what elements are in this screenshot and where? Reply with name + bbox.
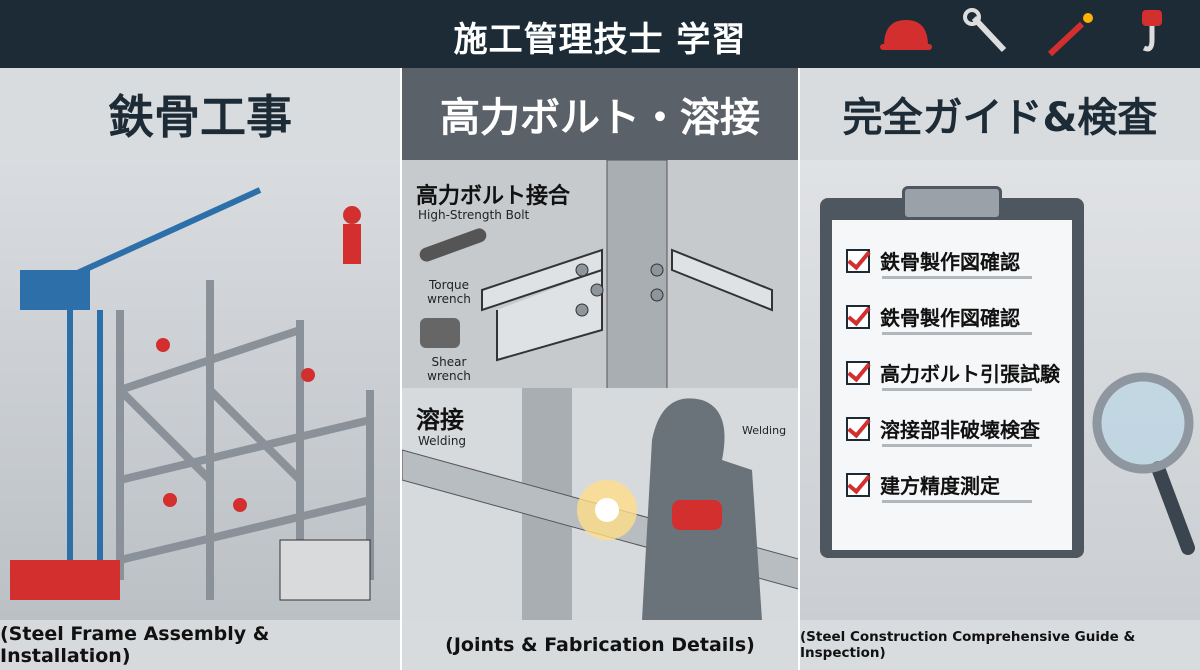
panel-caption: (Joints & Fabrication Details) bbox=[402, 620, 798, 670]
checklist-item: 建方精度測定 bbox=[846, 470, 1000, 499]
shear-wrench-label: Shear wrench bbox=[427, 355, 471, 383]
checklist-item: 溶接部非破壊検査 bbox=[846, 414, 1040, 443]
checklist-item: 鉄骨製作図確認 bbox=[846, 246, 1020, 275]
shear-wrench-icon bbox=[420, 318, 460, 348]
wrench-icon bbox=[963, 8, 1007, 53]
crane-hook-icon bbox=[1142, 10, 1162, 52]
panel-heading: 鉄骨工事 bbox=[0, 68, 400, 160]
checklist-item: 高力ボルト引張試験 bbox=[846, 358, 1060, 387]
header: 施工管理技士 学習 bbox=[0, 0, 1200, 68]
welding-title: 溶接 bbox=[416, 406, 464, 434]
checkbox-checked-icon bbox=[846, 360, 870, 385]
bolt-title: 高力ボルト接合 bbox=[416, 184, 571, 209]
checkbox-checked-icon bbox=[846, 472, 870, 497]
welding-label: Welding bbox=[742, 424, 787, 437]
page-title: 施工管理技士 学習 bbox=[453, 20, 747, 60]
bolt-subtitle: High-Strength Bolt bbox=[418, 208, 530, 222]
panel-caption: (Steel Frame Assembly & Installation) bbox=[0, 620, 400, 670]
panel-caption: (Steel Construction Comprehensive Guide … bbox=[800, 620, 1200, 670]
bolt-welding-panel: 高力ボルト・溶接 高力ボルト接合 High-Strength Bolt Torq… bbox=[400, 68, 800, 670]
welding-subtitle: Welding bbox=[418, 434, 467, 448]
checklist-item: 鉄骨製作図確認 bbox=[846, 302, 1020, 331]
panel-heading: 高力ボルト・溶接 bbox=[402, 68, 798, 160]
checkbox-checked-icon bbox=[846, 304, 870, 329]
clipboard: 鉄骨製作図確認 鉄骨製作図確認 高力ボルト引張試験 溶接部非破壊検査 建方精度測… bbox=[820, 186, 1084, 558]
checkbox-checked-icon bbox=[846, 248, 870, 273]
welding-torch-icon bbox=[1047, 13, 1093, 57]
bolt-joint-illustration bbox=[402, 160, 798, 620]
steel-frame-panel: 鉄骨工事 (Steel Frame Assembly & Installatio… bbox=[0, 68, 400, 670]
hard-hat-icon bbox=[880, 20, 932, 50]
steel-frame-illustration bbox=[10, 187, 374, 601]
checkbox-checked-icon bbox=[846, 416, 870, 441]
magnifying-glass-icon bbox=[1092, 372, 1195, 555]
torque-wrench-label: Torque wrench bbox=[427, 278, 471, 306]
panel-heading: 完全ガイド&検査 bbox=[800, 68, 1200, 160]
inspection-panel: 完全ガイド&検査 鉄骨製作図確認 鉄骨製作図確認 高力ボルト引張試験 溶接部非破… bbox=[800, 68, 1200, 670]
